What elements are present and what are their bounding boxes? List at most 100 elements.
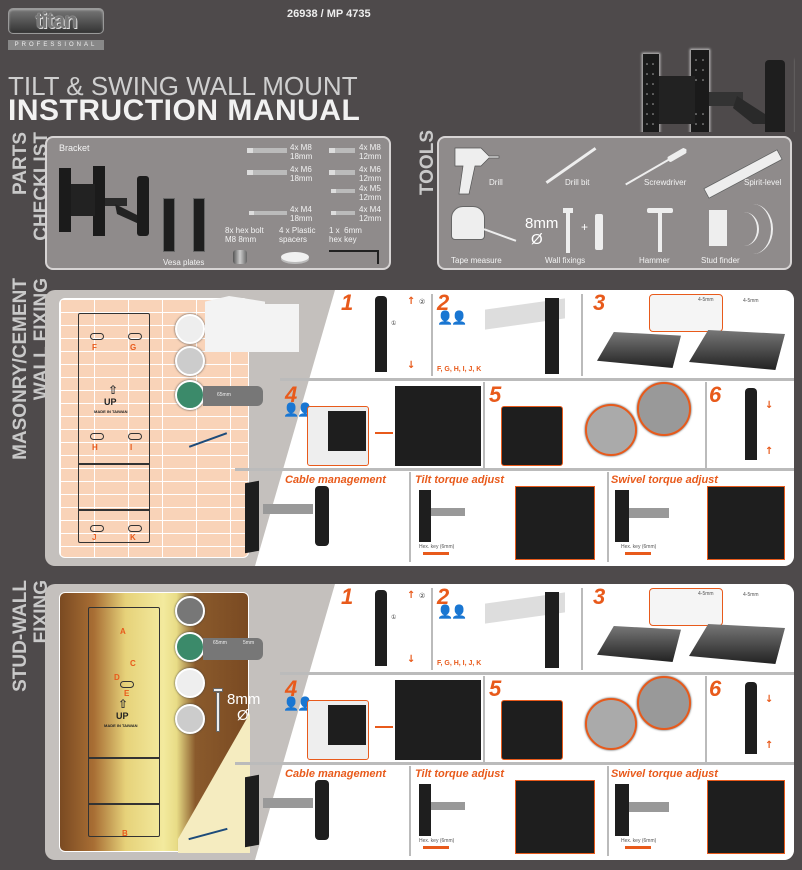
len: 18mm [290, 214, 313, 223]
drill-depth-label: 65mm [217, 392, 231, 398]
signal-wave-2 [733, 204, 773, 254]
step-5-number: 5 [489, 676, 502, 701]
screw-m6-18-icon [247, 170, 287, 175]
hex-key-label: 1 x 6mm hex key [329, 226, 362, 244]
lag-bolt-head [213, 688, 223, 692]
col-divider [581, 294, 583, 376]
len: 12mm [359, 214, 382, 223]
step-3-tv-back-2 [689, 624, 785, 664]
step-3-gap-label-2: 4-5mm [743, 298, 759, 304]
step-2-letters: F, G, H, I, J, K [437, 660, 482, 667]
step-5-zoom-circle-1 [585, 404, 637, 456]
step-5-number: 5 [489, 382, 502, 407]
qty: 4x M4 [359, 205, 381, 214]
screw-m6-12-icon [329, 170, 355, 175]
swivel-detail-box [707, 780, 785, 854]
two-person-icon: 👤👤 [283, 697, 313, 712]
letter-b: B [122, 829, 128, 838]
qty: 4x M8 [359, 143, 381, 152]
swivel-torque-title: Swivel torque adjust [611, 474, 718, 486]
tools-label: TOOLS [417, 130, 438, 196]
two-person-icon: 👤👤 [437, 311, 467, 326]
step-6-wall-plate-image [745, 682, 757, 754]
stud-finder-circle-icon [175, 596, 205, 626]
bolt-head [563, 208, 573, 213]
len: 18mm [290, 152, 313, 161]
step-3-zoom-box: 4-5mm [649, 294, 723, 332]
col-divider [607, 472, 609, 562]
step-3-tv-back-2 [689, 330, 785, 370]
tilt-arm-image [431, 802, 465, 810]
letter-f: F [92, 343, 97, 352]
pencil-icon [188, 432, 228, 448]
plate-crossbar-1 [78, 463, 150, 465]
spirit-level-icon [703, 148, 783, 200]
up-label: UP [116, 711, 129, 721]
qty: 4x M4 [290, 205, 312, 214]
screw-m4-18-icon [249, 211, 287, 215]
tilt-torque-title: Tilt torque adjust [415, 474, 505, 486]
titan-logo: titan [8, 8, 104, 34]
title-line-2: INSTRUCTION MANUAL [8, 94, 361, 127]
step-4-arrow-icon [375, 726, 393, 728]
step-4-number: 4 [285, 382, 298, 407]
masonry-section: F G ⇧ UP MADE IN TAIWAN H I J K 65mm 1 ↑… [45, 290, 794, 566]
step-1-number: 1 [341, 584, 354, 609]
stud-finder-icon [709, 210, 727, 246]
step-3-tv-back-1 [597, 626, 681, 662]
tv-back [328, 411, 366, 451]
screwdriver-handle [666, 147, 688, 163]
cable-wall-plate [315, 486, 329, 546]
tilt-arrow-icon [423, 846, 449, 849]
brand-subtitle: PROFESSIONAL [8, 40, 104, 50]
insert-plug-image [265, 304, 299, 352]
slot-j [90, 525, 104, 532]
drill-depth-bar: 65mm [203, 386, 263, 406]
step-1-circle-2: ② [419, 592, 426, 600]
hammer-icon [658, 212, 662, 252]
row-divider-1 [280, 378, 794, 381]
tool-drill-bit-label: Drill bit [565, 178, 590, 187]
step-3-gap-label: 4-5mm [698, 591, 714, 597]
col-divider [431, 588, 433, 670]
step-6-number: 6 [709, 676, 722, 701]
two-person-icon: 👤👤 [437, 605, 467, 620]
tool-screwdriver-label: Screwdriver [644, 178, 687, 187]
screw-m8-18-icon [247, 148, 287, 153]
screw-m4-12-icon [331, 211, 355, 215]
drill-wall-image [205, 296, 265, 352]
wall-plate-template [78, 313, 150, 543]
tilt-tv-plate [419, 784, 431, 836]
len: 12mm [359, 152, 382, 161]
arrow-down-icon: ↓ [407, 360, 416, 371]
tilt-torque-title: Tilt torque adjust [415, 768, 505, 780]
step-3-number: 3 [593, 290, 606, 315]
product-code: 26938 / MP 4735 [287, 8, 371, 20]
tools-panel: Drill Drill bit Screwdriver Spirit-level… [437, 136, 792, 270]
plate-crossbar-2 [78, 509, 150, 511]
arrow-down-icon: ↓ [765, 400, 774, 411]
plate-crossbar-1 [88, 757, 160, 759]
cable-wall-plate [315, 780, 329, 840]
col-divider [409, 766, 411, 856]
up-arrow-icon: ⇧ [108, 383, 119, 397]
tilt-arrow-icon [423, 552, 449, 555]
step-1-wall-plate-image [375, 590, 387, 666]
bracket-image [59, 166, 149, 236]
two-person-icon: 👤👤 [283, 403, 313, 418]
step-1-circle-2: ② [419, 298, 426, 306]
col-divider [431, 294, 433, 376]
made-in-label: MADE IN TAIWAN [94, 409, 128, 414]
col-divider [581, 588, 583, 670]
wall-mount-hero-image [642, 49, 785, 132]
drill-icon [454, 147, 500, 195]
swivel-torque-title: Swivel torque adjust [611, 768, 718, 780]
cable-tv-plate [245, 480, 259, 554]
step-3-gap-label: 4-5mm [698, 297, 714, 303]
